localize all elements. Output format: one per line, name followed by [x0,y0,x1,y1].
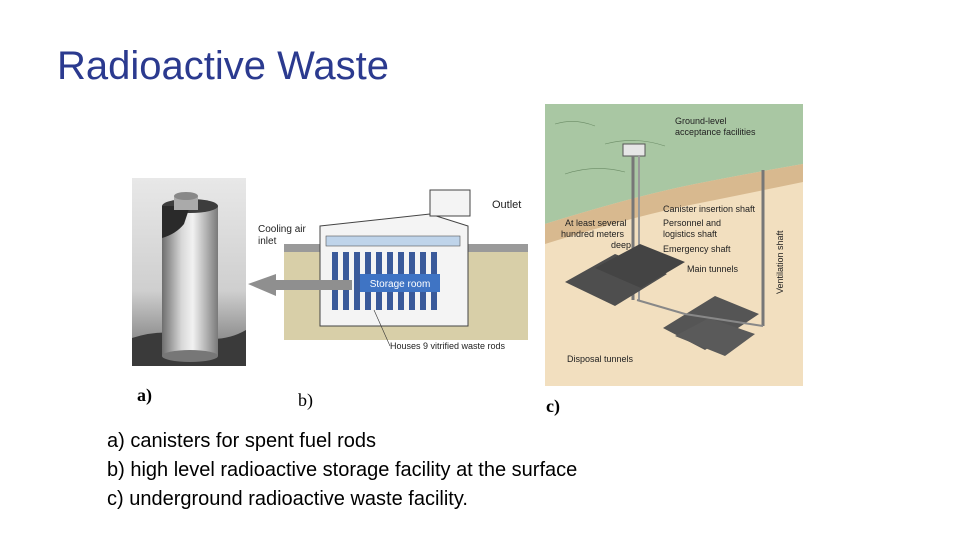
caption-b: b) high level radioactive storage facili… [107,459,578,481]
houses-label: Houses 9 vitrified waste rods [390,341,506,351]
canister-shaft-label: Canister insertion shaft [663,204,756,214]
main-tunnels-label: Main tunnels [687,264,739,274]
ventilation-label: Ventilation shaft [775,230,785,294]
disposal-label: Disposal tunnels [567,354,634,364]
at-least-label: At least several [565,218,627,228]
caption-c: c) underground radioactive waste facilit… [107,488,468,510]
inlet-label: inlet [258,236,277,247]
logistics-label: logistics shaft [663,229,718,239]
emergency-label: Emergency shaft [663,244,731,254]
cooling-air-label: Cooling air [258,224,306,235]
personnel-label: Personnel and [663,218,721,228]
slide-title: Radioactive Waste [57,44,389,88]
caption-a: a) canisters for spent fuel rods [107,430,377,452]
storage-facility-diagram: Storage room Outlet Cooling air inlet Ho… [248,186,528,358]
deep-label: deep [611,240,631,250]
caption-list: a) canisters for spent fuel rods b) high… [107,427,577,514]
hundred-meters-label: hundred meters [561,229,625,239]
canister-photo [132,178,246,366]
storage-room-label: Storage room [370,279,431,290]
underground-repository-diagram: Ground-level acceptance facilities At le… [545,104,803,386]
ground-level-label: Ground-level [675,116,727,126]
figure-a-label: a) [137,385,152,405]
acceptance-label: acceptance facilities [675,127,756,137]
figure-c-label: c) [546,396,560,416]
outlet-label: Outlet [492,199,521,211]
figure-b-label: b) [298,390,313,410]
